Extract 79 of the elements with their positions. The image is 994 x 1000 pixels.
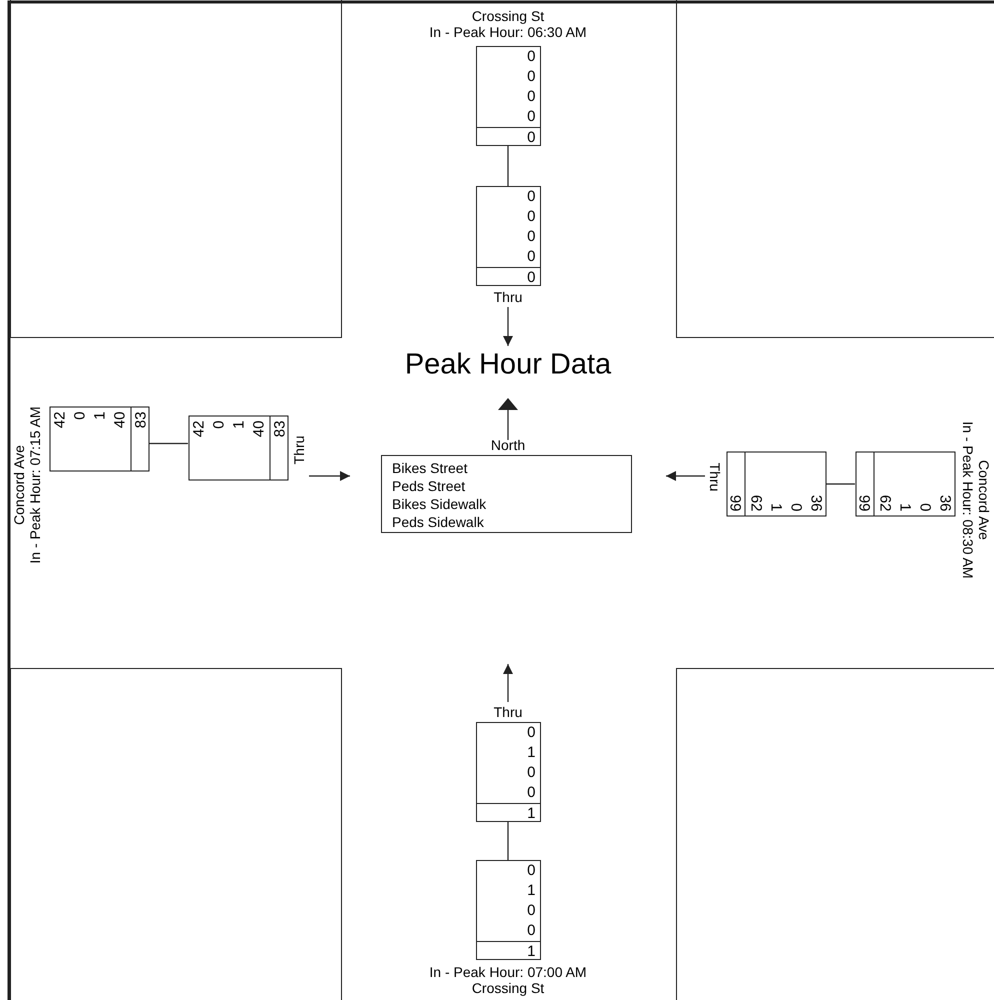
arrow [503,664,513,702]
approach-caption: Crossing St [470,980,546,996]
count-box [476,860,540,960]
count-value: 0 [915,502,934,514]
city-block [10,668,342,1000]
count-value: 1 [766,502,785,514]
connector-line [507,146,509,186]
connector-line [826,483,855,485]
movement-label: Thru [494,704,522,720]
approach-caption: In - Peak Hour: 07:00 AM [429,964,587,980]
count-value: 0 [526,763,536,783]
count-value: 62 [875,494,894,514]
count-box [188,416,288,480]
count-value: 1 [229,420,248,431]
count-value: 36 [935,494,954,514]
count-value: 0 [526,87,536,107]
count-box [476,722,540,822]
count-value: 36 [806,494,825,514]
count-value: 0 [526,783,536,803]
count-box [476,186,540,286]
count-value: 40 [110,410,129,430]
approach-caption: Concord Ave [976,459,992,542]
total-value: 83 [130,408,150,470]
count-value: 1 [895,502,914,514]
count-value: 42 [189,420,208,440]
count-value: 40 [249,420,268,440]
count-value: 0 [526,67,536,87]
connector-line [149,442,188,444]
count-value: 42 [50,410,69,430]
approach-caption: In - Peak Hour: 07:15 AM [27,406,43,564]
approach-caption: In - Peak Hour: 08:30 AM [960,421,976,579]
count-value: 0 [526,901,536,921]
mode-label: Bikes Sidewalk [391,495,488,513]
count-box [476,46,540,146]
total-value: 99 [854,452,874,516]
movement-label: Thru [494,289,522,305]
total-value: 0 [476,127,540,147]
city-block [10,0,342,338]
count-value: 0 [526,247,536,267]
count-value: 0 [526,207,536,227]
count-box [855,452,955,516]
direction-label: North [490,437,526,453]
connector-line [507,822,509,860]
count-value: 0 [526,107,536,127]
count-value: 0 [209,420,228,431]
movement-label: Thru [291,436,307,464]
total-value: 1 [476,803,540,823]
count-value: 0 [526,921,536,941]
approach-caption: In - Peak Hour: 06:30 AM [429,24,587,40]
city-block [676,668,994,1000]
total-value: 83 [269,416,289,480]
total-value: 0 [476,267,540,287]
diagram-title: Peak Hour Data [404,348,612,382]
mode-label: Bikes Street [391,459,468,477]
approach-caption: Crossing St [470,8,546,24]
movement-label: Thru [707,462,723,492]
count-value: 0 [526,187,536,207]
total-value: 99 [725,452,745,516]
count-value: 0 [526,861,536,881]
mode-label: Peds Sidewalk [391,513,485,531]
legend-box [381,455,632,533]
city-block [676,0,994,338]
mode-label: Peds Street [391,477,466,495]
approach-caption: Concord Ave [11,444,27,527]
count-box [726,452,826,516]
count-value: 0 [786,502,805,514]
count-value: 0 [70,410,89,422]
count-value: 1 [526,881,536,901]
count-box [49,406,149,472]
count-value: 0 [526,723,536,743]
count-value: 1 [526,743,536,763]
count-value: 62 [746,494,765,514]
count-value: 0 [526,47,536,67]
arrow [503,307,513,346]
count-value: 1 [90,410,109,422]
arrow [666,471,705,481]
count-value: 0 [526,227,536,247]
arrow [309,471,350,481]
total-value: 1 [476,941,540,961]
